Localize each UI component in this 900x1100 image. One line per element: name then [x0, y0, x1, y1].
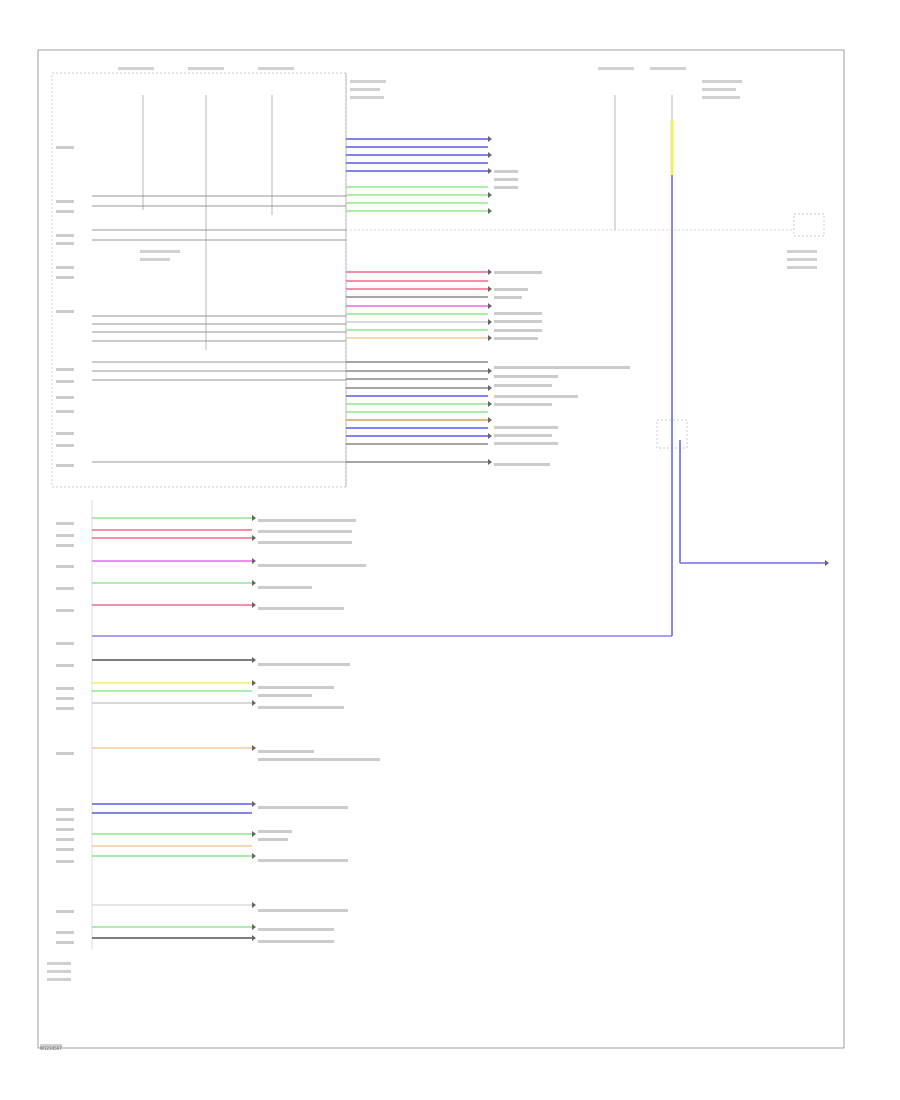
diagram-frame: [37, 49, 845, 1049]
destination-label-blocks: [258, 170, 630, 943]
gray-wires: [92, 195, 346, 463]
component-box-right: [656, 419, 688, 449]
footer-code: W1234567: [40, 1046, 62, 1051]
colored-wires-lower: [92, 517, 252, 939]
unreadable-label-blocks: [40, 67, 817, 1047]
left-row-labels: [56, 146, 74, 944]
component-box-far-right: [793, 213, 825, 237]
main-module-box: [51, 72, 347, 488]
colored-wires-upper: [346, 138, 488, 463]
wire-end-markers: [252, 136, 829, 941]
